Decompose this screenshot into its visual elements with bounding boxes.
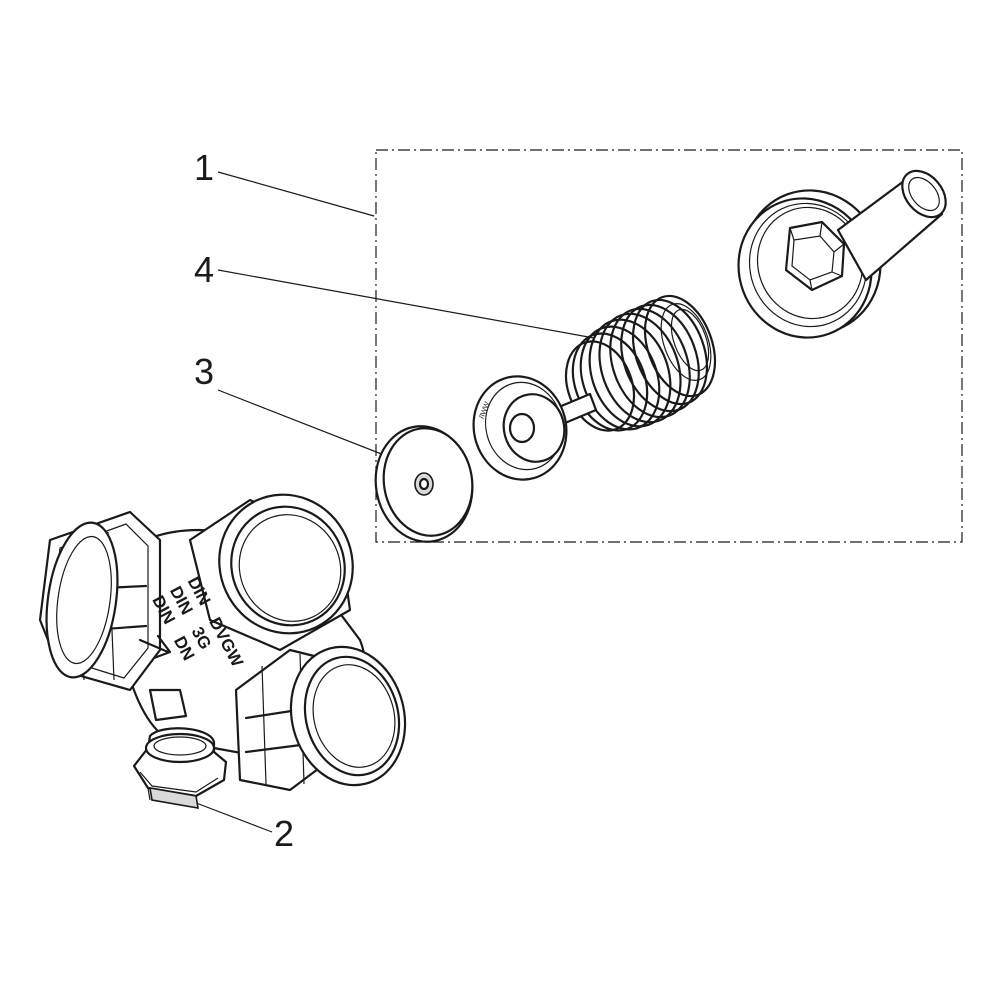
gasket-disc-part-3 — [374, 425, 474, 543]
leader-4 — [217, 269, 595, 339]
bonnet-assembly — [737, 169, 947, 339]
valve-body: DIN DIN DIN DVGW 3G DN — [38, 493, 407, 792]
callout-2: 2 — [274, 813, 294, 854]
leader-3 — [217, 389, 403, 463]
callout-1: 1 — [194, 147, 214, 188]
seat-washer: ЛWW — [472, 375, 568, 481]
callout-4: 4 — [194, 249, 214, 290]
spring-part-4 — [526, 294, 717, 438]
kit-boundary-frame — [375, 149, 963, 543]
leader-1 — [217, 171, 375, 217]
callout-3: 3 — [194, 351, 214, 392]
drain-plug-part-2 — [132, 727, 228, 809]
